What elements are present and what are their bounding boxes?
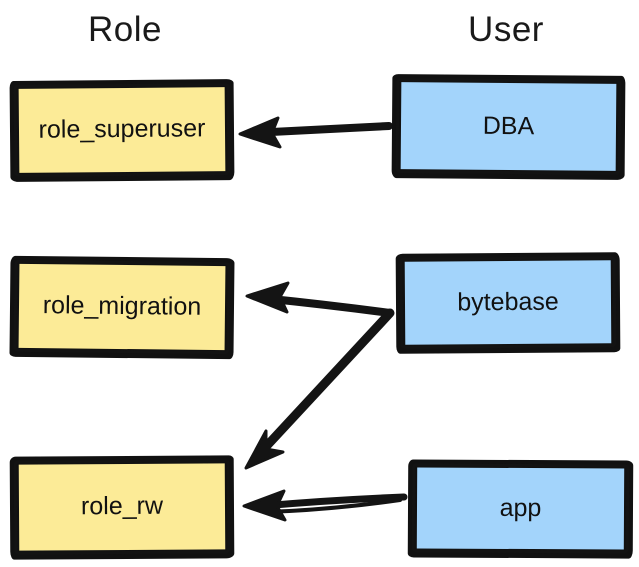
edge-dba-to-role-superuser [238, 116, 393, 149]
node-label: app [499, 493, 542, 522]
node-role-migration[interactable]: role_migration [9, 255, 235, 360]
edge-bytebase-to-role-migration [245, 281, 394, 317]
edge-app-to-role-rw [242, 489, 408, 522]
node-label: DBA [482, 111, 535, 140]
column-heading-user: User [468, 10, 544, 49]
node-role-rw[interactable]: role_rw [9, 455, 235, 560]
node-dba[interactable]: DBA [391, 74, 626, 180]
node-bytebase[interactable]: bytebase [395, 252, 621, 354]
edge-bytebase-to-role-rw [244, 308, 395, 470]
column-heading-role: Role [88, 10, 162, 49]
node-label: role_migration [42, 291, 202, 322]
node-label: bytebase [457, 287, 559, 317]
node-label: role_superuser [38, 114, 206, 144]
node-app[interactable]: app [407, 459, 634, 559]
node-role-superuser[interactable]: role_superuser [9, 79, 235, 182]
node-label: role_rw [80, 491, 164, 521]
